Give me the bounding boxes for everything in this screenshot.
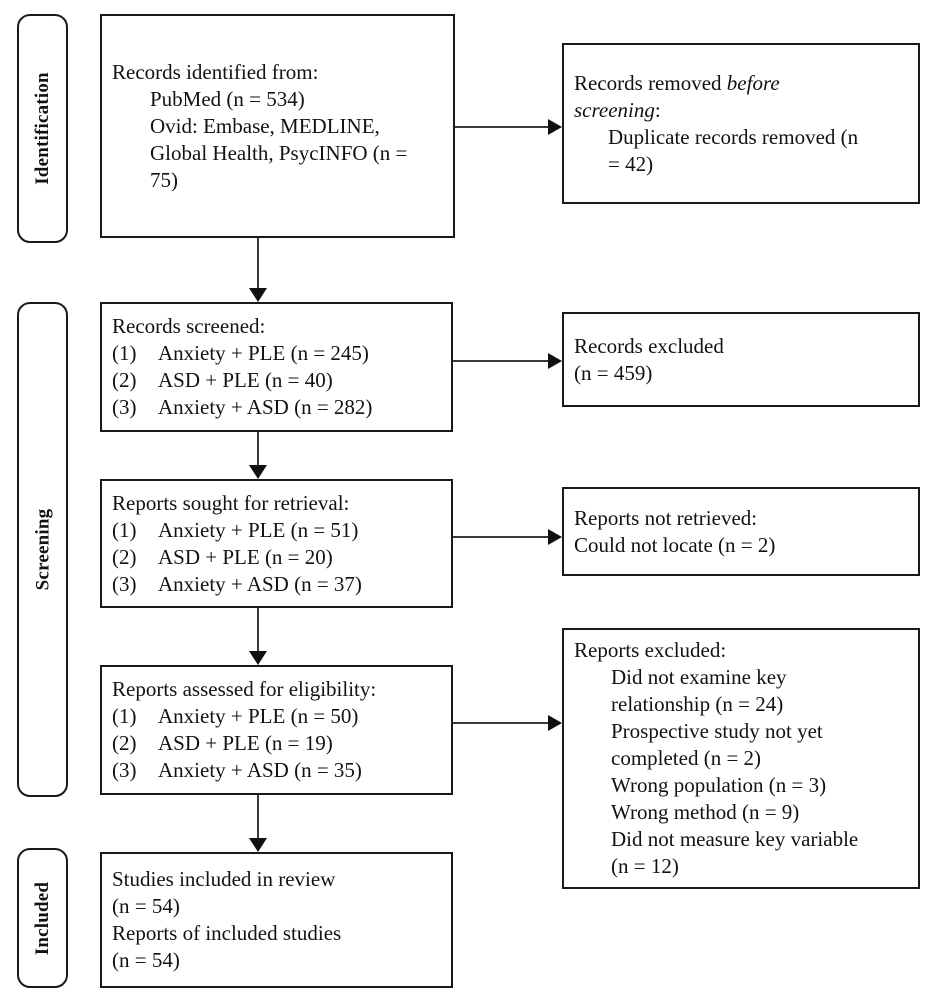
box-text-line: completed (n = 2) (611, 746, 762, 770)
title-italic-text: before (726, 70, 780, 95)
box-text-line: Records excluded (574, 333, 724, 358)
item-text: Anxiety + ASD (n = 37) (158, 571, 362, 596)
box-text-line: Reports not retrieved: (574, 505, 758, 530)
box-text-line: Duplicate records removed (n (608, 124, 859, 149)
reports-excluded-box: Reports excluded: Did not examine key re… (562, 628, 920, 889)
arrow-line (257, 795, 259, 839)
box-text-line: Did not examine key (611, 665, 787, 689)
box-list-item: (3) Anxiety + ASD (n = 37) (112, 571, 445, 598)
stage-included: Included (17, 848, 68, 988)
box-text-line: Ovid: Embase, MEDLINE, (150, 113, 380, 138)
box-title: Reports excluded: (574, 638, 727, 662)
box-text-line: Did not measure key variable (611, 827, 859, 851)
title-italic-text: screening (574, 97, 655, 122)
box-text-line: (n = 459) (574, 360, 653, 385)
arrow-head-icon (249, 465, 267, 479)
arrow-head-icon (249, 288, 267, 302)
records-excluded-box: Records excluded (n = 459) (562, 312, 920, 407)
box-text-line: Wrong method (n = 9) (611, 800, 800, 824)
item-number: (2) (112, 368, 137, 392)
arrow-head-icon (548, 119, 562, 135)
item-number: (1) (112, 704, 137, 728)
box-list-item: (1) Anxiety + PLE (n = 51) (112, 517, 445, 544)
box-text-line: Prospective study not yet (611, 719, 823, 743)
box-text-line: Records identified from: (112, 59, 319, 84)
box-text-line: 75) (150, 167, 178, 192)
item-text: ASD + PLE (n = 20) (158, 544, 333, 569)
item-number: (2) (112, 731, 137, 755)
box-text-line: (n = 54) (112, 948, 180, 972)
arrow-line (453, 360, 548, 362)
records-identified-box: Records identified from: PubMed (n = 534… (100, 14, 455, 238)
item-number: (3) (112, 395, 137, 419)
arrow-head-icon (548, 353, 562, 369)
box-text-line: Could not locate (n = 2) (574, 532, 776, 557)
box-title: Reports sought for retrieval: (112, 490, 350, 515)
reports-sought-box: Reports sought for retrieval: (1) Anxiet… (100, 479, 453, 608)
stage-screening-label: Screening (32, 508, 54, 591)
box-text-line: (n = 12) (611, 854, 679, 878)
records-removed-before-screening-box: Records removed before screening: Duplic… (562, 43, 920, 204)
arrow-head-icon (548, 529, 562, 545)
box-list-item: (2) ASD + PLE (n = 20) (112, 544, 445, 571)
box-title: Records screened: (112, 314, 266, 338)
box-text-line: Studies included in review (112, 867, 336, 891)
arrow-line (257, 432, 259, 466)
reports-assessed-box: Reports assessed for eligibility: (1) An… (100, 665, 453, 795)
item-number: (1) (112, 341, 137, 365)
stage-screening: Screening (17, 302, 68, 797)
box-title: screening: (574, 97, 912, 124)
box-text-line: relationship (n = 24) (611, 692, 784, 716)
item-number: (3) (112, 571, 137, 596)
box-list-item: (2) ASD + PLE (n = 19) (112, 730, 445, 757)
stage-identification-label: Identification (32, 72, 53, 185)
box-list-item: (3) Anxiety + ASD (n = 35) (112, 757, 445, 784)
box-text-line: Reports of included studies (112, 921, 342, 945)
reports-not-retrieved-box: Reports not retrieved: Could not locate … (562, 487, 920, 576)
arrow-line (257, 608, 259, 652)
box-text-line: (n = 54) (112, 894, 180, 918)
arrow-head-icon (548, 715, 562, 731)
studies-included-box: Studies included in review (n = 54) Repo… (100, 852, 453, 988)
item-text: Anxiety + ASD (n = 282) (158, 395, 373, 419)
item-text: Anxiety + PLE (n = 50) (158, 704, 359, 728)
box-list-item: (1) Anxiety + PLE (n = 245) (112, 340, 445, 367)
arrow-head-icon (249, 838, 267, 852)
arrow-line (455, 126, 549, 128)
box-list-item: (3) Anxiety + ASD (n = 282) (112, 394, 445, 421)
records-screened-box: Records screened: (1) Anxiety + PLE (n =… (100, 302, 453, 432)
item-number: (2) (112, 544, 137, 569)
title-text: Records removed (574, 70, 727, 95)
item-text: Anxiety + PLE (n = 245) (158, 341, 369, 365)
stage-identification: Identification (17, 14, 68, 243)
item-text: Anxiety + PLE (n = 51) (158, 517, 359, 542)
stage-included-label: Included (32, 881, 54, 955)
arrow-head-icon (249, 651, 267, 665)
item-number: (3) (112, 758, 137, 782)
box-text-line: Global Health, PsycINFO (n = (150, 140, 408, 165)
box-title: Reports assessed for eligibility: (112, 677, 377, 701)
box-list-item: (2) ASD + PLE (n = 40) (112, 367, 445, 394)
box-text-line: PubMed (n = 534) (150, 86, 305, 111)
arrow-line (453, 536, 548, 538)
item-number: (1) (112, 517, 137, 542)
title-text: : (654, 97, 661, 122)
item-text: Anxiety + ASD (n = 35) (158, 758, 362, 782)
box-text-line: Wrong population (n = 3) (611, 773, 827, 797)
item-text: ASD + PLE (n = 19) (158, 731, 333, 755)
item-text: ASD + PLE (n = 40) (158, 368, 333, 392)
arrow-line (453, 722, 548, 724)
box-list-item: (1) Anxiety + PLE (n = 50) (112, 703, 445, 730)
box-text-line: = 42) (608, 151, 654, 176)
arrow-line (257, 238, 259, 289)
box-title: Records removed before (574, 70, 912, 97)
